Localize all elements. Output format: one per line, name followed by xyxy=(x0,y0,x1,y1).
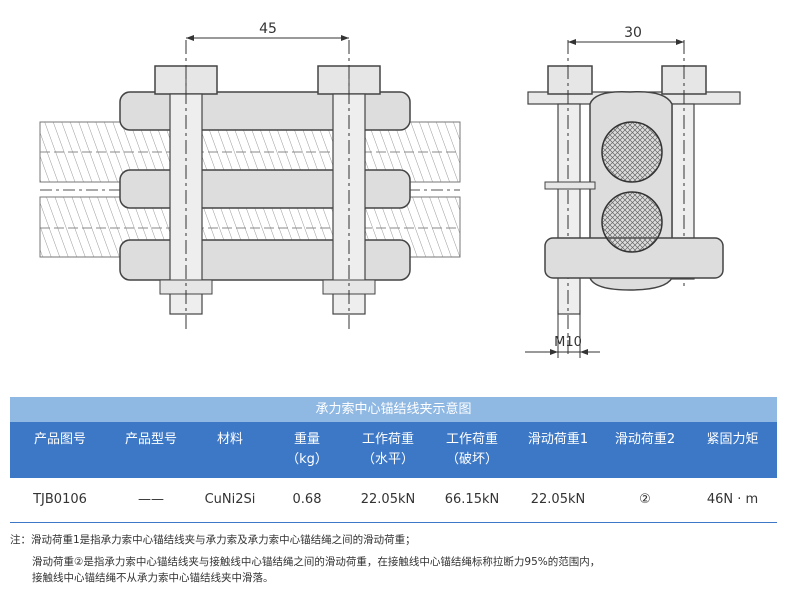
clamp-technical-drawing: 45 30 M10 xyxy=(39,21,741,358)
header-slip-load-1: 滑动荷重1 xyxy=(527,432,589,447)
note-line-2: 滑动荷重②是指承力索中心锚结线夹与接触线中心锚结绳之间的滑动荷重，在接触线中心锚… xyxy=(32,556,601,568)
cell-material: CuNi2Si xyxy=(204,492,256,507)
cell-drawing-no: TJB0106 xyxy=(33,492,87,507)
header-slip-load-2: 滑动荷重2 xyxy=(614,432,676,447)
header-tightening-torque: 紧固力矩 xyxy=(706,432,759,447)
front-view: 45 xyxy=(39,21,461,330)
cell-slip-load-2: ② xyxy=(639,492,651,507)
dimension-45-label: 45 xyxy=(259,21,277,37)
table-header-row: 产品图号 产品型号 材料 重量（kg） 工作荷重（水平） 工作荷重（破坏） 滑动… xyxy=(10,422,777,478)
note-line-3: 接触线中心锚结绳不从承力索中心锚结线夹中滑落。 xyxy=(32,572,274,584)
cell-working-load-horizontal: 22.05kN xyxy=(360,492,416,507)
cell-tightening-torque: 46N · m xyxy=(706,492,759,507)
header-weight: 重量（kg） xyxy=(286,432,328,467)
header-material: 材料 xyxy=(216,432,243,447)
cell-slip-load-1: 22.05kN xyxy=(530,492,586,507)
table-title: 承力索中心锚结线夹示意图 xyxy=(10,397,777,422)
cell-model: —— xyxy=(138,492,164,507)
note-line-1: 注：滑动荷重1是指承力索中心锚结线夹与承力索及承力索中心锚结绳之间的滑动荷重； xyxy=(10,534,416,546)
header-working-load-failure: 工作荷重（破坏） xyxy=(445,432,498,467)
cell-weight: 0.68 xyxy=(292,492,322,507)
header-working-load-horizontal: 工作荷重（水平） xyxy=(361,432,414,467)
cell-working-load-failure: 66.15kN xyxy=(444,492,500,507)
table-row: TJB0106 —— CuNi2Si 0.68 22.05kN 66.15kN … xyxy=(10,478,777,522)
table-bottom-border xyxy=(10,522,777,523)
header-product-drawing-no: 产品图号 xyxy=(33,432,86,447)
header-product-model: 产品型号 xyxy=(124,432,177,447)
dimension-30-label: 30 xyxy=(624,25,642,41)
side-view: 30 M10 xyxy=(525,25,741,358)
thread-size-label: M10 xyxy=(554,335,582,350)
